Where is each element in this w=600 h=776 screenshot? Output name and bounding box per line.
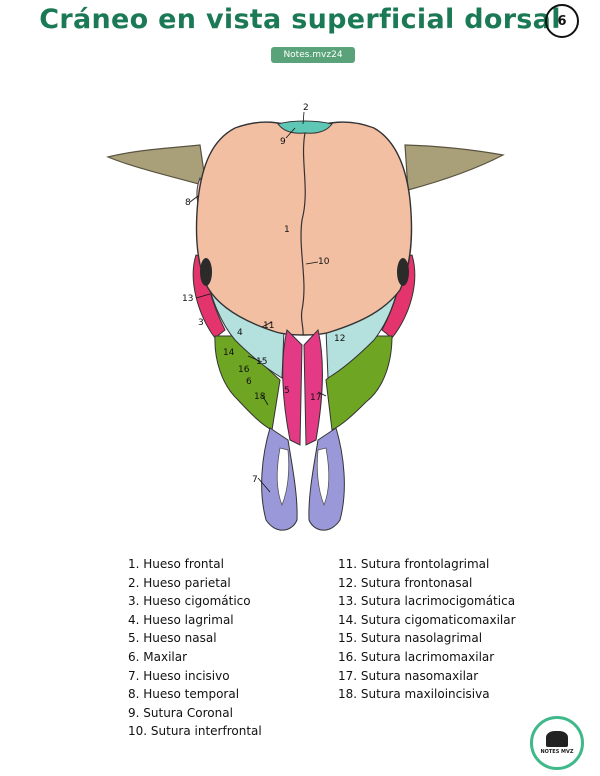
label-9: 9: [280, 137, 286, 147]
label-17: 17: [310, 393, 321, 403]
legend-left: 1. Hueso frontal 2. Hueso parietal 3. Hu…: [128, 555, 262, 741]
legend-item: 4. Hueso lagrimal: [128, 612, 234, 627]
legend-item: 11. Sutura frontolagrimal: [338, 557, 490, 571]
seal-text: NOTES MVZ: [540, 749, 574, 755]
orbit-left: [200, 258, 212, 286]
skull-diagram: 1 2 3 4 5 6 7 8 9 10 11 12 13 14 15 16 1…: [106, 103, 505, 531]
label-3: 3: [198, 318, 204, 328]
label-1: 1: [284, 225, 290, 235]
legend-item: 3. Hueso cigomático: [128, 594, 251, 609]
label-11: 11: [263, 321, 274, 331]
legend-item: 15. Sutura nasolagrimal: [338, 631, 483, 646]
maxilar-right: [325, 335, 393, 431]
frontal-bone: [195, 121, 413, 336]
legend-item: 16. Sutura lacrimomaxilar: [338, 649, 495, 664]
legend-item: 6. Maxilar: [128, 649, 188, 664]
horn-left: [106, 144, 207, 187]
legend-item: 9. Sutura Coronal: [128, 705, 233, 720]
label-15: 15: [256, 357, 267, 367]
page-title: Cráneo en vista superficial dorsal: [39, 4, 561, 35]
label-6: 6: [246, 377, 252, 387]
legend-item: 12. Sutura frontonasal: [338, 575, 473, 590]
label-18: 18: [254, 392, 266, 402]
label-12: 12: [334, 334, 345, 344]
orbit-right: [397, 258, 409, 286]
legend-item: 17. Sutura nasomaxilar: [338, 668, 479, 683]
legend-item: 8. Hueso temporal: [128, 687, 240, 702]
legend-item: 7. Hueso incisivo: [128, 668, 230, 683]
label-10: 10: [318, 257, 330, 267]
nasal-opening-right: [316, 447, 330, 507]
nasal-bone-left: [282, 329, 303, 446]
brand-seal: NOTES MVZ: [530, 716, 584, 770]
legend-item: 14. Sutura cigomaticomaxilar: [338, 612, 516, 627]
parietal-bone: [277, 120, 333, 134]
interfrontal-suture: [300, 132, 306, 336]
legend-item: 13. Sutura lacrimocigomática: [338, 594, 516, 609]
legend-item: 2. Hueso parietal: [128, 575, 231, 590]
label-7: 7: [252, 475, 258, 485]
legend-item: 1. Hueso frontal: [128, 557, 224, 571]
page-number-badge: 6: [545, 4, 579, 38]
author-tag: Notes.mvz24: [271, 47, 355, 63]
label-2: 2: [303, 103, 309, 113]
nasal-opening-left: [276, 447, 290, 507]
legend-item: 18. Sutura maxiloincisiva: [338, 687, 490, 702]
horn-right: [404, 144, 505, 191]
cow-icon: [546, 731, 568, 747]
label-8: 8: [185, 198, 191, 208]
label-5: 5: [284, 386, 290, 396]
label-16: 16: [238, 365, 250, 375]
nasal-bone-right: [303, 328, 323, 446]
label-13: 13: [182, 294, 193, 304]
legend-right: 11. Sutura frontolagrimal 12. Sutura fro…: [338, 555, 516, 704]
label-14: 14: [223, 348, 235, 358]
label-4: 4: [237, 328, 243, 338]
legend-item: 10. Sutura interfrontal: [128, 724, 262, 739]
legend-item: 5. Hueso nasal: [128, 631, 217, 646]
